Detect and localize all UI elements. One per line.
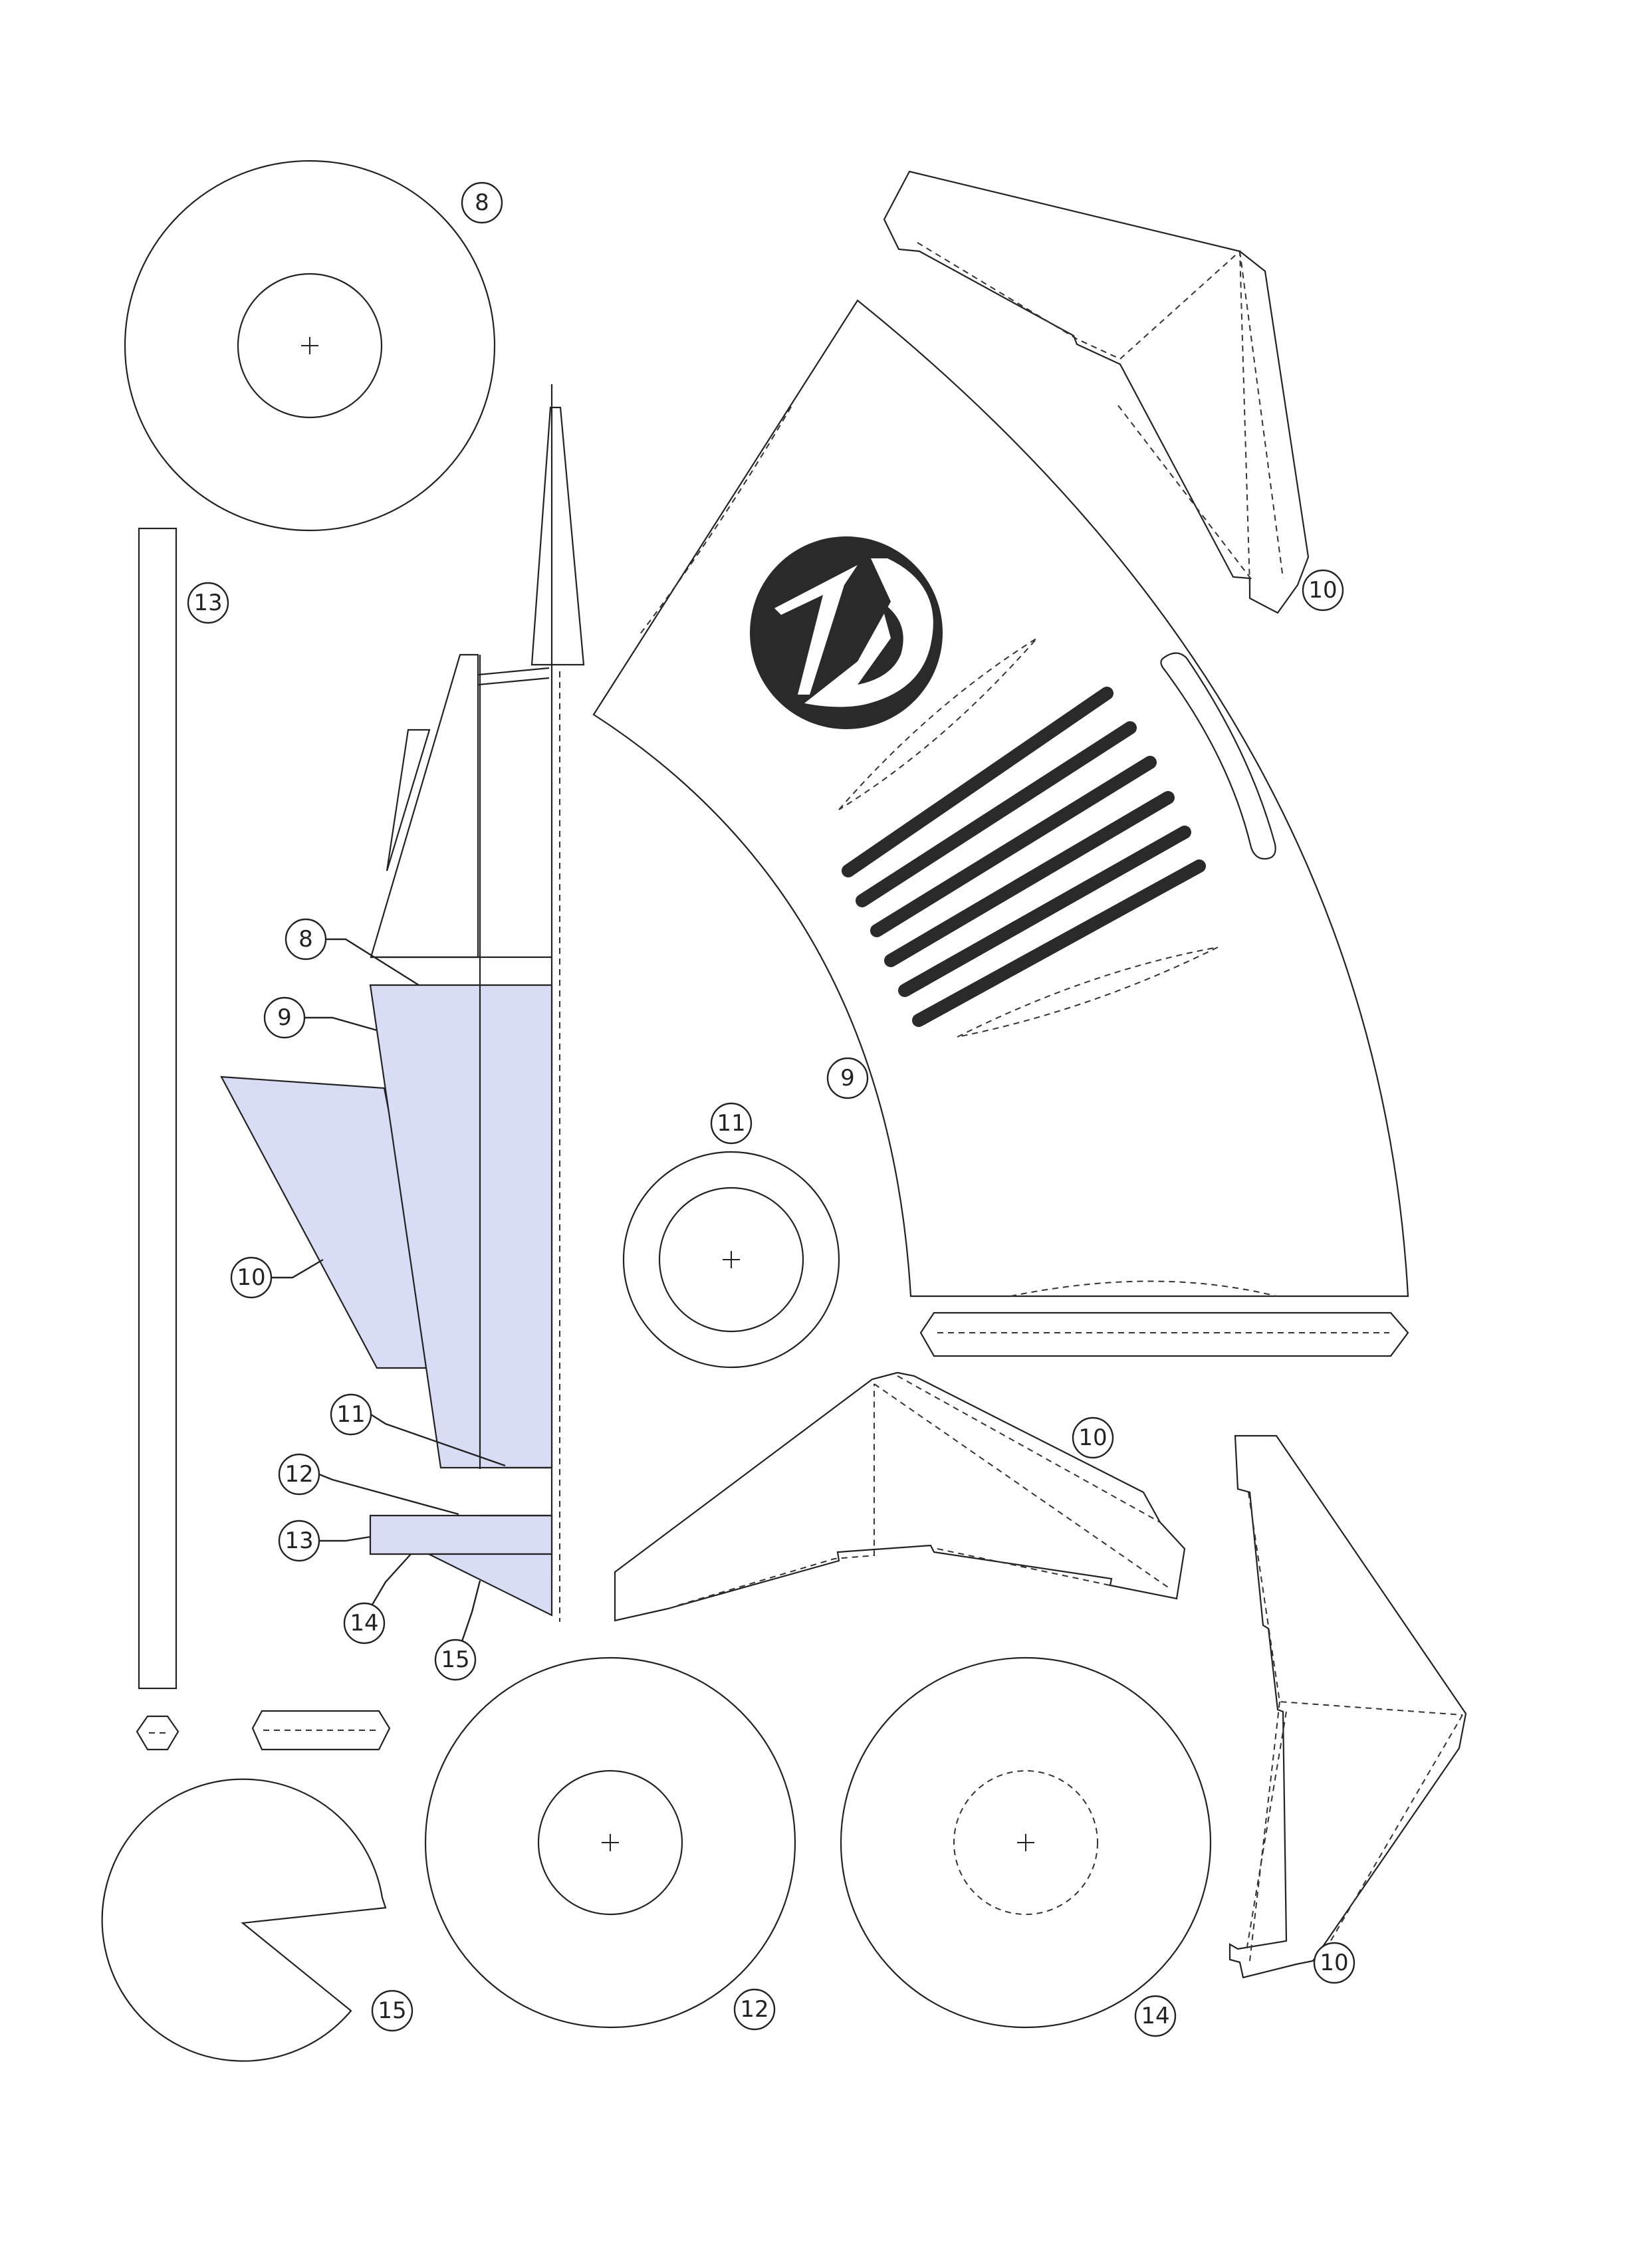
part-10-fin-right xyxy=(1228,1434,1467,1979)
assembly-callout-15: 15 xyxy=(434,1580,481,1681)
assembly-callout-9: 9 xyxy=(263,996,378,1039)
svg-text:10: 10 xyxy=(1308,577,1337,604)
part-8-disc xyxy=(124,160,496,532)
svg-text:10: 10 xyxy=(1078,1424,1107,1451)
part-label-13: 13 xyxy=(187,582,229,624)
part-label-11: 11 xyxy=(710,1102,753,1145)
svg-text:15: 15 xyxy=(378,1997,406,2024)
part-14-disc xyxy=(840,1656,1212,2029)
svg-text:15: 15 xyxy=(441,1646,469,1673)
assembly-callout-12: 12 xyxy=(278,1453,459,1516)
part-10-fin-top xyxy=(883,170,1310,614)
part-label-10-right: 10 xyxy=(1313,1942,1355,1984)
assembly-callout-10: 10 xyxy=(230,1256,324,1299)
svg-text:13: 13 xyxy=(193,590,222,616)
assembly-disc-15 xyxy=(428,1553,553,1617)
part-13-strip xyxy=(138,527,177,1690)
svg-text:8: 8 xyxy=(298,926,313,953)
part-11-ring xyxy=(622,1151,840,1369)
svg-text:14: 14 xyxy=(350,1610,378,1637)
part-15-disc-cutout xyxy=(101,1778,387,2062)
assembly-diagram xyxy=(220,384,585,1622)
part-label-15: 15 xyxy=(371,1989,413,2032)
svg-text:10: 10 xyxy=(1320,1950,1348,1976)
svg-text:9: 9 xyxy=(840,1065,855,1091)
part-label-9: 9 xyxy=(826,1057,869,1099)
small-tab-piece xyxy=(251,1710,391,1751)
part-9-glue-strip xyxy=(919,1311,1409,1357)
part-label-14: 14 xyxy=(1134,1995,1177,2037)
part-10-fin-middle xyxy=(614,1371,1186,1622)
part-label-8: 8 xyxy=(461,181,503,224)
part-12-disc xyxy=(424,1656,796,2029)
assembly-callout-8: 8 xyxy=(285,918,419,986)
svg-text:11: 11 xyxy=(336,1401,365,1428)
small-hex-piece xyxy=(136,1715,179,1751)
part-label-10-middle: 10 xyxy=(1072,1417,1114,1459)
assembly-callout-13: 13 xyxy=(278,1520,371,1562)
svg-text:10: 10 xyxy=(237,1264,265,1291)
assembly-disc-13 xyxy=(369,1514,553,1555)
part-label-12: 12 xyxy=(733,1988,776,2031)
part-label-10-top: 10 xyxy=(1302,569,1344,612)
svg-text:12: 12 xyxy=(285,1461,313,1488)
svg-text:9: 9 xyxy=(277,1004,292,1031)
vd-logo-icon xyxy=(750,536,943,729)
part-9-nose-sector xyxy=(592,299,1409,1298)
svg-text:8: 8 xyxy=(475,189,489,216)
svg-text:11: 11 xyxy=(717,1110,745,1137)
svg-text:14: 14 xyxy=(1141,2003,1169,2029)
assembly-callout-14: 14 xyxy=(343,1553,411,1644)
svg-text:12: 12 xyxy=(740,1996,768,2023)
assembly-callout-11: 11 xyxy=(330,1393,506,1467)
svg-text:13: 13 xyxy=(285,1528,313,1554)
